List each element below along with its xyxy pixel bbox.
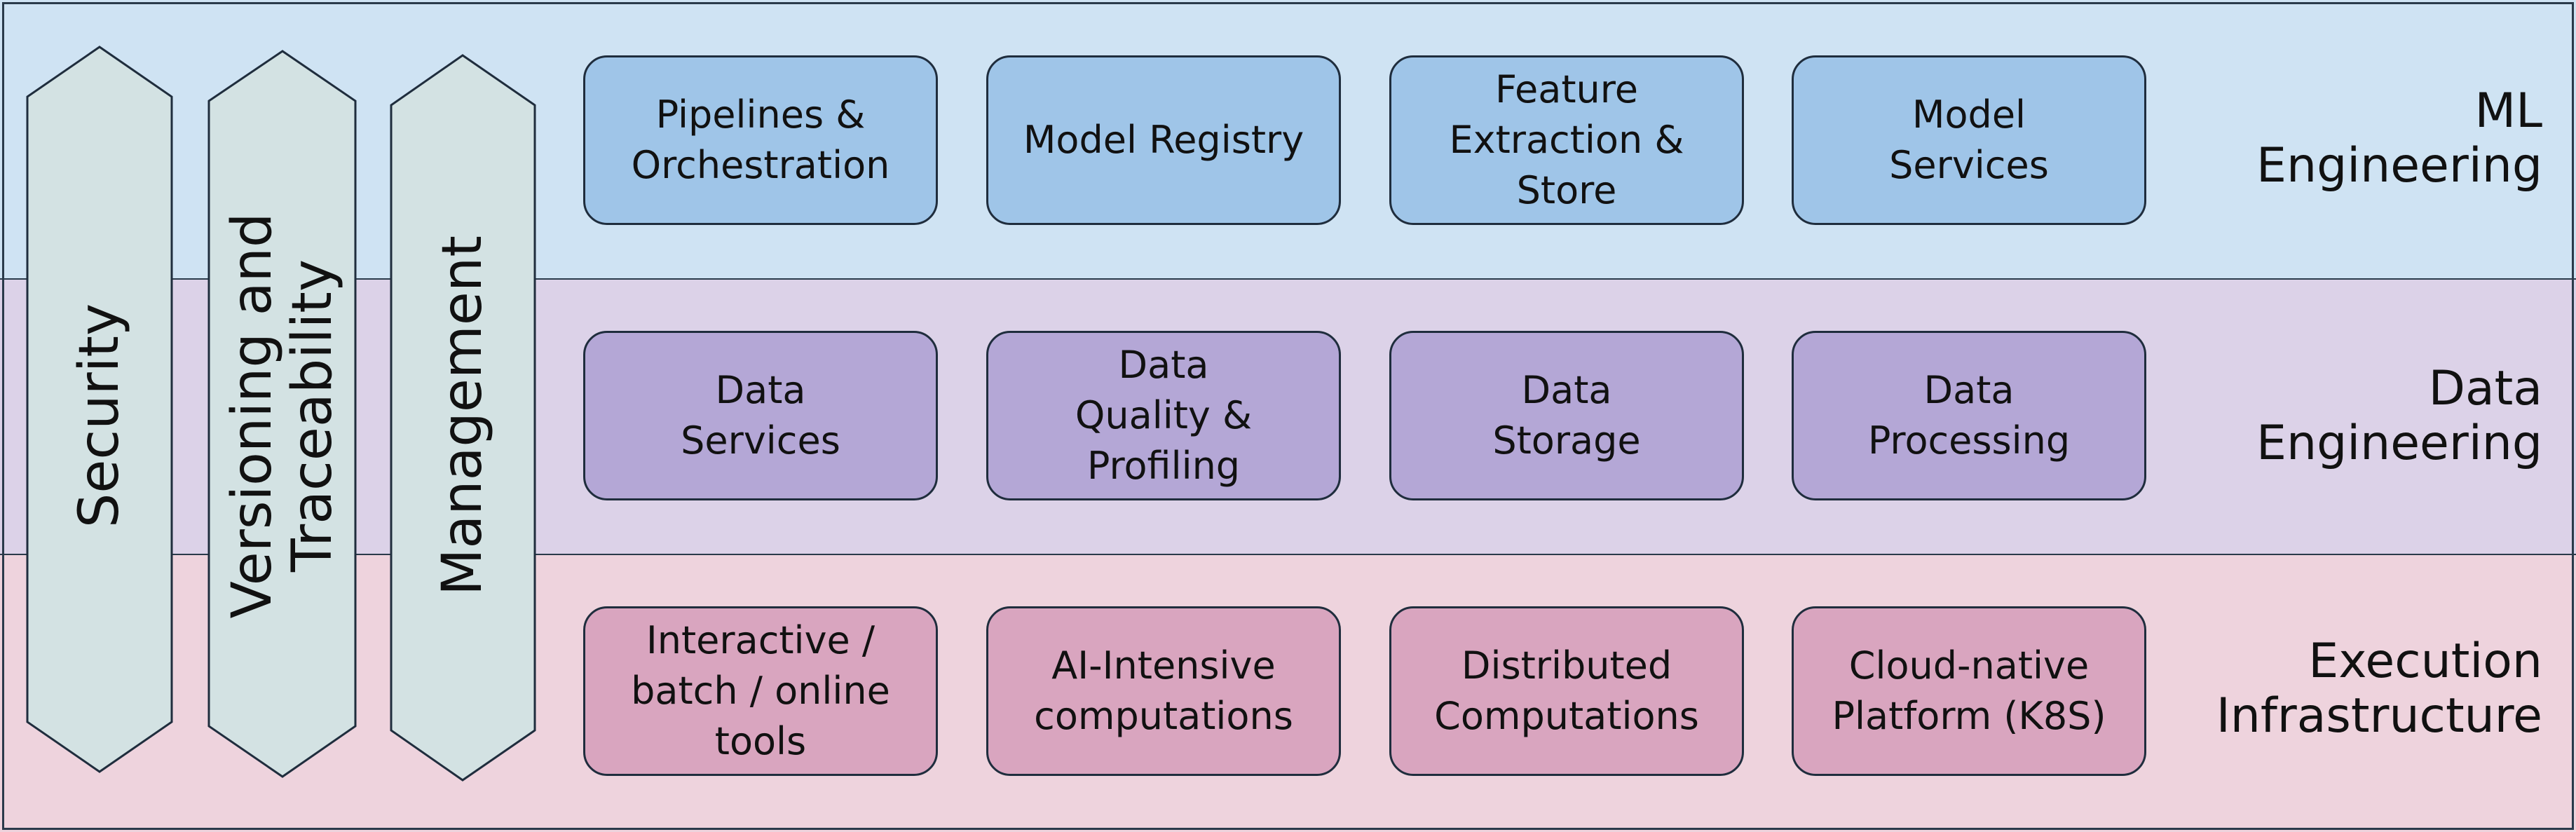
layer-label-data-engineering: Data Engineering [2256,361,2542,471]
pillar-label-versioning-traceability: Versioning and Traceability [221,212,344,619]
layer-label-ml-engineering: ML Engineering [2256,83,2542,193]
box-label: Data Services [681,368,840,463]
box-label: Data Storage [1492,368,1641,463]
box-data-quality-profiling: Data Quality & Profiling [986,331,1341,500]
box-ai-intensive-computations: AI-Intensive computations [986,606,1341,776]
pillar-management-shape [390,54,536,782]
box-cloud-native-platform: Cloud-native Platform (K8S) [1792,606,2146,776]
layer-divider [0,278,2576,280]
box-data-storage: Data Storage [1389,331,1744,500]
box-label: Data Quality & Profiling [1075,343,1253,488]
pillar-label-security: Security [68,303,131,528]
box-pipelines-orchestration: Pipelines & Orchestration [583,55,938,225]
box-label: Distributed Computations [1434,643,1699,738]
box-label: Model Registry [1023,118,1304,162]
box-interactive-batch-online-tools: Interactive / batch / online tools [583,606,938,776]
box-label: Model Services [1889,93,2049,187]
cross-cutting-pillars [26,46,536,782]
box-label: Data Processing [1867,368,2071,463]
box-model-registry: Model Registry [986,55,1341,225]
box-data-services: Data Services [583,331,938,500]
box-label: Interactive / batch / online tools [631,618,890,763]
box-label: AI-Intensive computations [1034,643,1293,738]
pillar-label-management: Management [431,236,494,596]
pillar-versioning-shape [207,50,357,778]
box-label: Cloud-native Platform (K8S) [1832,643,2106,738]
box-data-processing: Data Processing [1792,331,2146,500]
layer-divider [0,554,2576,555]
box-feature-extraction-store: Feature Extraction & Store [1389,55,1744,225]
layer-label-execution-infrastructure: Execution Infrastructure [2216,634,2542,744]
box-label: Feature Extraction & Store [1449,67,1684,212]
box-label: Pipelines & Orchestration [631,93,890,187]
box-model-services: Model Services [1792,55,2146,225]
box-distributed-computations: Distributed Computations [1389,606,1744,776]
pillar-security-shape [26,46,173,773]
